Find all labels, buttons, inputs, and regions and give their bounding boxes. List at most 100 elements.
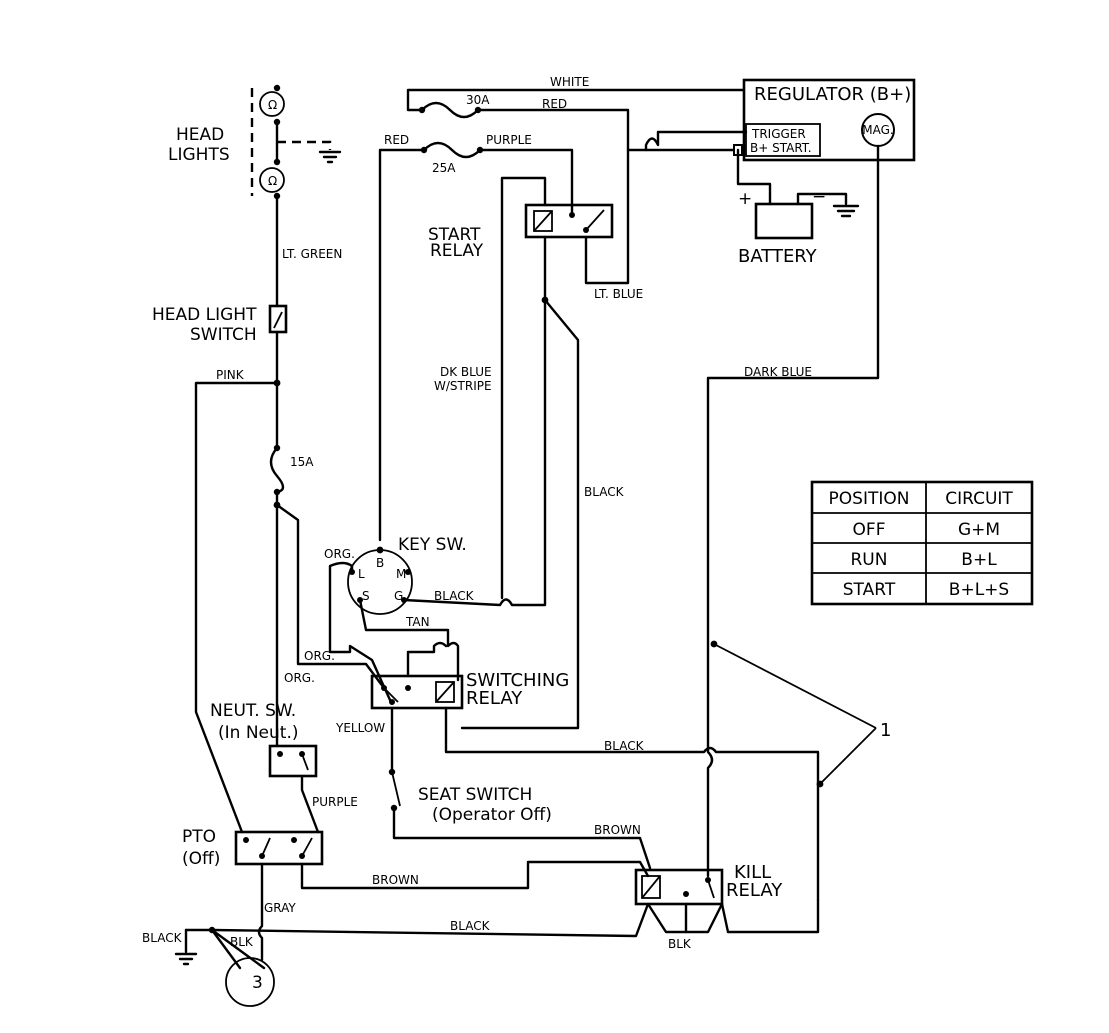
wire-black-right bbox=[460, 298, 580, 730]
key-switch-label: KEY SW. bbox=[398, 535, 467, 555]
head-light-bottom-icon bbox=[259, 167, 285, 193]
wire-org-key bbox=[328, 561, 392, 702]
kill-relay bbox=[634, 868, 724, 906]
head-light-switch-label-2: SWITCH bbox=[190, 325, 257, 345]
table-header-position: POSITION bbox=[829, 489, 910, 509]
head-light-switch-label-1: HEAD LIGHT bbox=[152, 305, 257, 325]
wire-label-pink: PINK bbox=[216, 368, 245, 382]
trigger-label: TRIGGER bbox=[751, 127, 806, 141]
regulator-group: REGULATOR (B+) TRIGGER B+ START. MAG. bbox=[742, 78, 916, 162]
wire-purple-top bbox=[478, 148, 574, 214]
wire-tan-relay bbox=[406, 641, 448, 678]
wire-battery-pos bbox=[736, 148, 772, 206]
wire-red-top bbox=[476, 108, 740, 152]
fuse-30a-label: 30A bbox=[466, 93, 490, 107]
battery-group: + − BATTERY bbox=[736, 148, 860, 267]
wire-label-org-relay: ORG. bbox=[304, 649, 335, 663]
wire-label-red-left: RED bbox=[384, 133, 409, 147]
wire-label-purple-top: PURPLE bbox=[486, 133, 532, 147]
neut-switch-box bbox=[268, 744, 318, 778]
wire-tan bbox=[358, 598, 460, 682]
fuse-15a-label: 15A bbox=[290, 455, 314, 469]
key-switch: B L M S G bbox=[347, 546, 413, 615]
head-lights-label-2: LIGHTS bbox=[168, 145, 230, 165]
circuit-table: POSITION CIRCUIT OFF G+M RUN B+L START B… bbox=[810, 480, 1034, 606]
start-relay-label-2: RELAY bbox=[430, 241, 484, 261]
wire-gray bbox=[257, 862, 264, 962]
wire-label-brown-seat: BROWN bbox=[594, 823, 641, 837]
table-cell: RUN bbox=[851, 550, 888, 570]
wire-brown-seat bbox=[392, 806, 652, 870]
ground-icon bbox=[174, 952, 198, 966]
key-terminal-b: B bbox=[376, 556, 384, 570]
switching-relay-label-2: RELAY bbox=[466, 688, 523, 709]
fuse-25a-label: 25A bbox=[432, 161, 456, 175]
head-lights: Ω Ω bbox=[250, 84, 342, 200]
wire-label-black-ground: BLACK bbox=[142, 931, 183, 945]
wire-black-relay bbox=[444, 706, 820, 902]
wire-purple-pto bbox=[300, 774, 320, 834]
neut-switch-label-2: (In Neut.) bbox=[218, 723, 298, 743]
wire-white bbox=[406, 88, 746, 112]
wire-label-red-top: RED bbox=[542, 97, 567, 111]
seat-switch-label-1: SEAT SWITCH bbox=[418, 785, 532, 805]
start-relay bbox=[524, 203, 614, 239]
callout-number: 1 bbox=[880, 720, 891, 741]
wire-label-black-right: BLACK bbox=[584, 485, 625, 499]
wire-label-black-relay: BLACK bbox=[604, 739, 645, 753]
head-lights-ground-lead bbox=[277, 140, 332, 150]
wire-label-lt-blue: LT. BLUE bbox=[594, 287, 643, 301]
svg-text:Ω: Ω bbox=[268, 174, 277, 188]
battery-minus: − bbox=[812, 187, 826, 207]
wire-label-black-bottom: BLACK bbox=[450, 919, 491, 933]
b-start-label: B+ START. bbox=[750, 141, 812, 155]
head-lights-label-1: HEAD bbox=[176, 125, 224, 145]
wire-label-black-key: BLACK bbox=[434, 589, 475, 603]
wire-label-yellow: YELLOW bbox=[335, 721, 385, 735]
switching-relay bbox=[370, 674, 464, 710]
key-terminal-l: L bbox=[358, 567, 365, 581]
start-relay-label-1: START bbox=[428, 225, 481, 245]
fuse-30a bbox=[420, 101, 480, 119]
battery-plus: + bbox=[738, 189, 752, 209]
trigger-box bbox=[745, 123, 821, 157]
table-cell: B+L bbox=[961, 550, 997, 570]
wire-label-org-key: ORG. bbox=[324, 547, 355, 561]
callout-line-bottom bbox=[819, 727, 877, 785]
callout-line-top bbox=[713, 643, 877, 729]
neut-switch bbox=[268, 744, 318, 778]
wire-org-relay bbox=[275, 503, 386, 690]
regulator-box bbox=[742, 78, 916, 162]
mag-label: MAG. bbox=[862, 123, 893, 137]
wire-red-left bbox=[378, 148, 426, 542]
table-cell: START bbox=[843, 580, 896, 600]
pto-switch-box bbox=[234, 830, 324, 866]
wire-label-tan: TAN bbox=[405, 615, 430, 629]
engine-glyph: 3 bbox=[252, 973, 263, 993]
wire-label-dark-blue: DARK BLUE bbox=[744, 365, 812, 379]
head-lights-ground-icon bbox=[318, 150, 342, 164]
wire-battery-neg bbox=[796, 192, 848, 206]
battery-body bbox=[754, 202, 814, 240]
table-cell: B+L+S bbox=[949, 580, 1009, 600]
engine-magneto-icon bbox=[225, 957, 275, 1007]
kill-relay-label-1: KILL bbox=[734, 862, 771, 883]
seat-switch-label-2: (Operator Off) bbox=[432, 805, 552, 825]
head-light-top-icon bbox=[259, 91, 285, 117]
wire-pink bbox=[194, 381, 279, 834]
wire-label-lt-green: LT. GREEN bbox=[282, 247, 342, 261]
kill-relay-box bbox=[634, 868, 724, 906]
wire-label-gray: GRAY bbox=[264, 901, 296, 915]
battery-ground-icon bbox=[832, 204, 860, 218]
wire-label-dk-blue-1: DK BLUE bbox=[440, 365, 492, 379]
neut-switch-label-1: NEUT. SW. bbox=[210, 701, 296, 721]
wire-lt-blue bbox=[584, 148, 630, 285]
kill-relay-label-2: RELAY bbox=[726, 880, 783, 901]
wire-label-purple-pto: PURPLE bbox=[312, 795, 358, 809]
kill-relay-coil-icon bbox=[641, 875, 661, 899]
wire-trigger-feed bbox=[644, 130, 748, 152]
seat-switch bbox=[388, 768, 401, 812]
pto-switch bbox=[234, 830, 324, 866]
wire-label-brown-pto: BROWN bbox=[372, 873, 419, 887]
